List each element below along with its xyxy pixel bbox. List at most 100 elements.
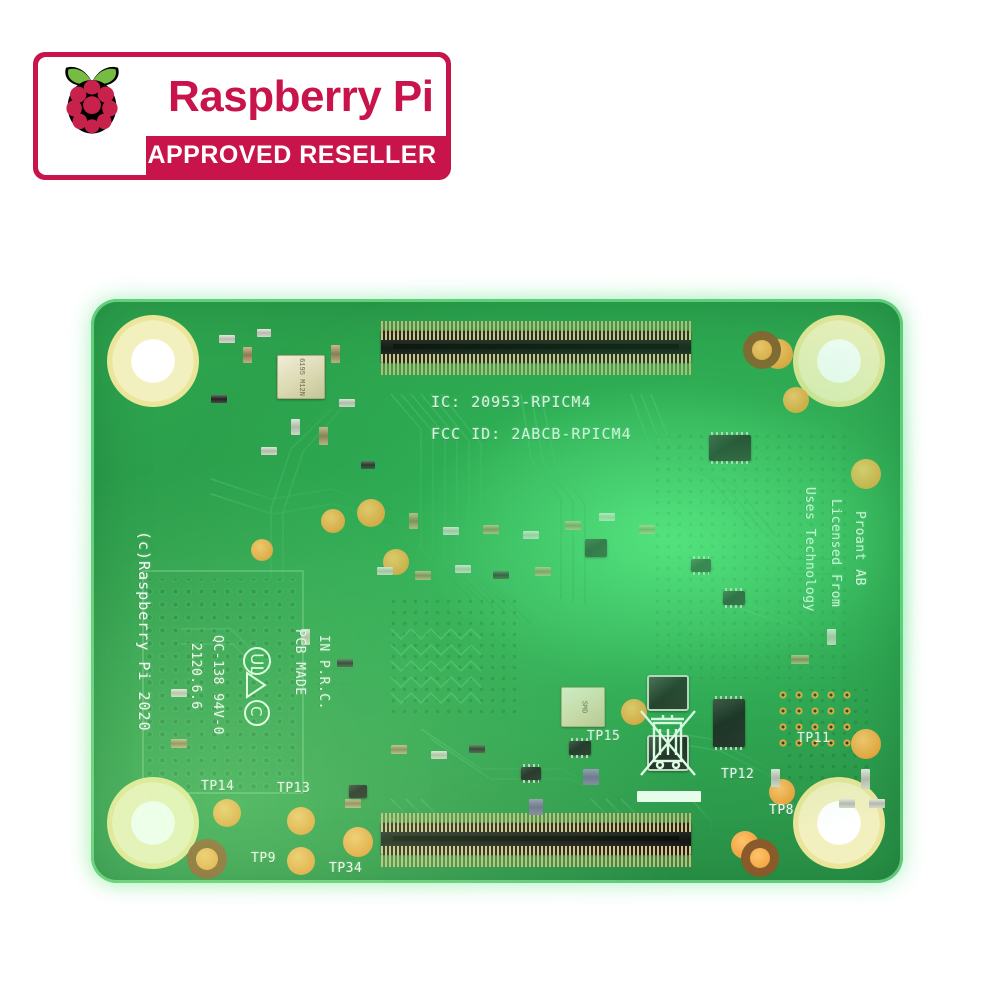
- smd-diode: [337, 659, 353, 667]
- pcb-substrate: 6195 M12N SMD: [91, 299, 903, 883]
- test-pad-ringed-bottom-right: [741, 839, 779, 877]
- connector-slot: [393, 835, 679, 841]
- qfn-ic-centre: [585, 539, 607, 557]
- smd-capacitor: [391, 745, 407, 754]
- smd-resistor: [291, 419, 300, 435]
- smd-resistor: [523, 531, 539, 539]
- smd-capacitor: [243, 347, 252, 363]
- smd-resistor: [261, 447, 277, 455]
- connector-pins-bottom: [381, 846, 691, 855]
- board-to-board-connector-bottom: [381, 823, 691, 855]
- mounting-hole-top-left: [107, 315, 199, 407]
- silk-test-point-tp15: TP15: [587, 729, 621, 744]
- soic-ic-top-right: [709, 432, 751, 464]
- smd-capacitor: [415, 571, 431, 580]
- smd-capacitor: [171, 739, 187, 748]
- test-pad-tp9: [287, 847, 315, 875]
- svg-text:C: C: [247, 706, 265, 716]
- smd-resistor: [839, 799, 855, 808]
- mounting-hole-bottom-right: [793, 777, 885, 869]
- regulator-ic-right: [713, 696, 745, 750]
- smd-resistor: [599, 513, 615, 521]
- smd-resistor: [431, 751, 447, 759]
- badge-wordmark-cell: Raspberry Pi: [146, 57, 446, 137]
- smd-diode: [469, 745, 485, 753]
- smd-capacitor: [791, 655, 809, 664]
- silk-pcb-origin-line1: PCB MADE: [292, 629, 307, 696]
- small-ic-bottom-left: [349, 785, 367, 798]
- smd-capacitor: [319, 427, 328, 445]
- silk-test-point-tp9: TP9: [251, 851, 276, 866]
- smd-diode: [211, 395, 227, 403]
- smd-capacitor: [565, 521, 581, 530]
- smd-resistor: [455, 565, 471, 573]
- connector-top-fringe-upper: [381, 321, 691, 333]
- smd-component-purple: [583, 769, 599, 785]
- smd-capacitor: [345, 799, 361, 808]
- silk-regulatory-fcc: FCC ID: 2ABCB-RPICM4: [431, 425, 632, 443]
- connector-slot: [393, 343, 679, 349]
- badge-top-row: Raspberry Pi: [38, 57, 446, 137]
- silk-ul-code: QC-138 94V-0: [210, 635, 225, 735]
- board-to-board-connector-top: [381, 331, 691, 363]
- smd-capacitor: [639, 525, 655, 534]
- connector-bottom-fringe-lower: [381, 855, 691, 867]
- silk-copyright: (c)Raspberry Pi 2020: [135, 531, 153, 732]
- smd-resistor: [377, 567, 393, 575]
- test-pad-tp14: [213, 799, 241, 827]
- silk-antenna-license-line3: Proant AB: [852, 511, 867, 586]
- badge-logo-cell: [38, 57, 146, 137]
- silk-test-point-tp8: TP8: [769, 803, 794, 818]
- smd-resistor: [443, 527, 459, 535]
- mounting-hole-bottom-left: [107, 777, 199, 869]
- ul-listing-mark-icon: UL C: [243, 647, 271, 726]
- smd-resistor: [339, 399, 355, 407]
- raspberry-logo-icon: [65, 66, 119, 134]
- smd-capacitor: [535, 567, 551, 576]
- smd-resistor: [771, 769, 780, 787]
- connector-top-fringe-lower: [381, 363, 691, 375]
- serial-label-silk-bar: [637, 791, 701, 802]
- raspberry-pi-approved-reseller-badge: Raspberry Pi APPROVED RESELLER: [33, 52, 451, 180]
- silk-test-point-tp12: TP12: [721, 767, 755, 782]
- silk-test-point-tp13: TP13: [277, 781, 311, 796]
- compute-module-board: 6195 M12N SMD: [86, 294, 908, 888]
- crossed-out-wheelie-bin-icon: [640, 710, 696, 776]
- crystal-oscillator-centre: SMD: [561, 687, 605, 727]
- test-pad: [357, 499, 385, 527]
- smd-resistor: [171, 689, 187, 697]
- silk-antenna-license-line2: Licensed From: [828, 499, 843, 608]
- test-pad-tp34: [343, 827, 373, 857]
- badge-bottom-row: APPROVED RESELLER: [38, 136, 446, 175]
- test-pad: [783, 387, 809, 413]
- test-pad: [251, 539, 273, 561]
- connector-pins-bottom: [381, 354, 691, 363]
- smd-diode: [361, 461, 375, 469]
- test-pad: [321, 509, 345, 533]
- smd-component-purple-lower: [529, 799, 543, 815]
- smd-diode: [493, 571, 509, 579]
- test-pad-ringed-top-right: [743, 331, 781, 369]
- sot-package-lower-left: [521, 764, 541, 783]
- silk-antenna-license-line1: Uses Technology: [802, 487, 817, 612]
- test-pad-tp13: [287, 807, 315, 835]
- silk-test-point-tp14: TP14: [201, 779, 235, 794]
- badge-brand-text: Raspberry Pi: [168, 71, 434, 121]
- silk-regulatory-ic: IC: 20953-RPICM4: [431, 393, 592, 411]
- smd-capacitor: [409, 513, 418, 529]
- silk-test-point-tp34: TP34: [329, 861, 363, 876]
- smd-capacitor: [483, 525, 499, 534]
- smd-resistor: [827, 629, 836, 645]
- smd-resistor: [861, 769, 870, 789]
- badge-bottom-spacer: [38, 136, 146, 175]
- sot23-left: [691, 556, 711, 575]
- silk-test-point-tp11: TP11: [797, 731, 831, 746]
- crystal-oscillator-top: 6195 M12N: [277, 355, 325, 399]
- crystal-marking: SMD: [578, 700, 587, 714]
- test-pad: [851, 459, 881, 489]
- badge-subtitle-text: APPROVED RESELLER: [147, 141, 437, 170]
- svg-text:UL: UL: [246, 653, 266, 675]
- silk-pcb-origin-line2: IN P.R.C.: [316, 635, 331, 710]
- crystal-marking: 6195 M12N: [297, 358, 305, 396]
